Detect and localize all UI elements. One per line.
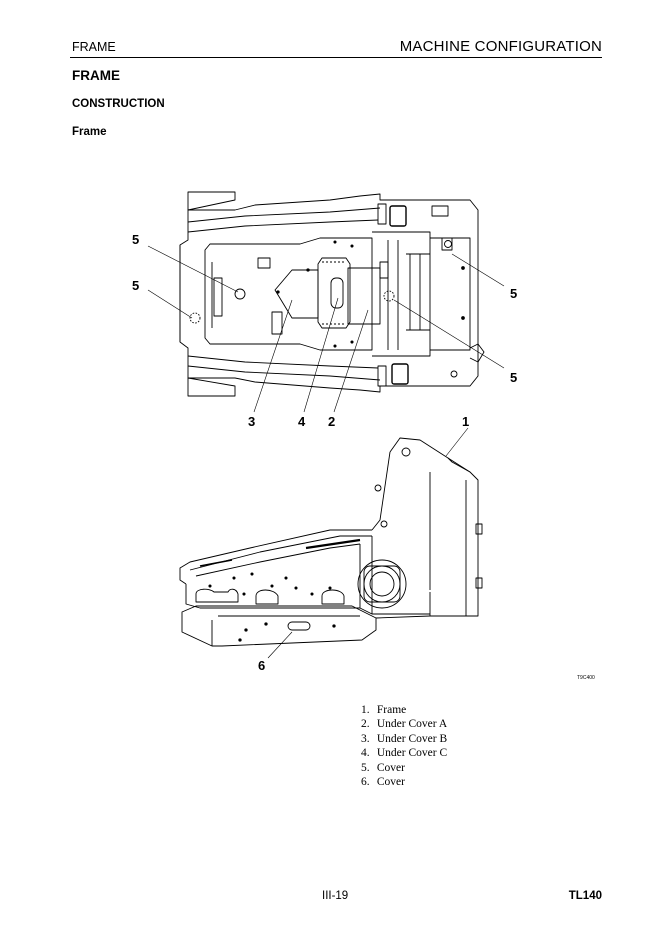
legend-item: 3. Under Cover B [361,732,448,745]
top-view-leaders [147,245,505,413]
callout-5-right-b: 5 [510,370,517,385]
legend-item: 4. Under Cover C [361,747,448,760]
page-number: III-19 [322,890,349,902]
callout-4: 4 [298,414,306,429]
legend-item: 2. Under Cover A [361,718,448,731]
model-label: TL140 [568,890,602,902]
section-title: FRAME [72,68,120,83]
frame-top-view [179,191,485,397]
callout-1: 1 [462,414,469,429]
subsubsection-title: Frame [72,126,107,138]
subsection-title: CONSTRUCTION [72,98,165,110]
callout-6: 6 [258,658,265,673]
callout-2: 2 [328,414,335,429]
parts-legend: 1. Frame 2. Under Cover A 3. Under Cover… [361,703,447,789]
callout-3: 3 [248,414,255,429]
side-view-leaders [267,427,469,659]
legend-item: 6. Cover [361,775,405,788]
header-rule [70,57,602,58]
callout-5-top-left-b: 5 [132,278,139,293]
figure-code: T9C400 [577,675,595,681]
callout-5-top-left-a: 5 [132,232,139,247]
header-chapter-title: MACHINE CONFIGURATION [399,38,602,55]
callout-5-right-a: 5 [510,286,517,301]
frame-side-view [179,437,483,647]
legend-item: 5. Cover [361,761,405,774]
legend-item: 1. Frame [361,704,407,716]
header-section-label: FRAME [72,40,116,54]
